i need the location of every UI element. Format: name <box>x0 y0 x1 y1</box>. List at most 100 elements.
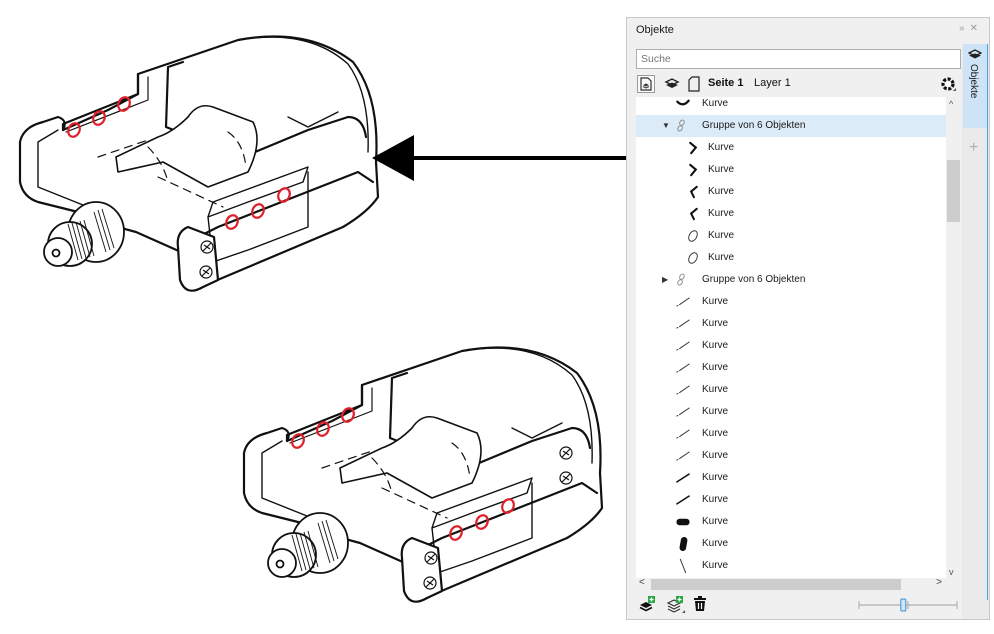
docker-bottom-toolbar <box>636 593 976 617</box>
tree-row[interactable]: Kurve <box>636 137 946 159</box>
curve-oval-icon <box>688 252 698 264</box>
tree-row[interactable]: Kurve <box>636 401 946 423</box>
tree-row-label: Kurve <box>702 384 729 395</box>
tree-row[interactable]: Kurve <box>636 357 946 379</box>
page-icon <box>688 76 700 92</box>
new-master-layer-icon <box>666 596 685 613</box>
tree-row-label: Kurve <box>702 428 729 439</box>
page-button[interactable] <box>686 75 704 93</box>
horizontal-scroll-thumb[interactable] <box>651 579 901 590</box>
group-link-icon <box>677 119 685 132</box>
curve-line-icon <box>676 473 690 483</box>
tree-row-label: Kurve <box>702 406 729 417</box>
tree-group-row[interactable]: ▶ Gruppe von 6 Objekten <box>636 269 946 291</box>
horizontal-scrollbar[interactable]: < > <box>636 577 946 591</box>
tree-row-label: Kurve <box>702 472 729 483</box>
layers-button[interactable] <box>663 75 681 93</box>
curve-line-icon <box>676 495 690 505</box>
tree-row-label: Gruppe von 6 Objekten <box>702 274 806 285</box>
tree-row-label: Kurve <box>702 98 729 109</box>
tree-row[interactable]: Kurve <box>636 511 946 533</box>
tree-row[interactable]: Kurve <box>636 313 946 335</box>
pedal-illustration-bottom[interactable] <box>232 333 604 619</box>
tree-row[interactable]: Kurve <box>636 247 946 269</box>
tree-row[interactable]: Kurve <box>636 379 946 401</box>
docker-title-bar: Objekte »✕ <box>627 18 989 44</box>
search-input[interactable] <box>636 49 961 69</box>
tree-row[interactable]: Kurve <box>636 181 946 203</box>
curve-dashed-line-icon <box>676 363 690 373</box>
tree-row[interactable]: Kurve <box>636 291 946 313</box>
curve-chevron-left-icon <box>689 207 698 221</box>
tree-row-label: Kurve <box>702 318 729 329</box>
new-layer-button[interactable] <box>638 595 658 613</box>
docker-side-tabs: Objekte + <box>962 44 989 619</box>
objects-docker: Objekte »✕ Seite 1 Layer 1 Kurve ▼ Gruppe … <box>626 17 990 620</box>
docker-title: Objekte <box>636 24 674 36</box>
curve-dashed-line-icon <box>676 341 690 351</box>
tree-row-label: Kurve <box>708 186 735 197</box>
tree-row-label: Kurve <box>702 340 729 351</box>
close-icon[interactable]: ✕ <box>969 23 983 34</box>
drawing-canvas[interactable] <box>0 0 627 634</box>
curve-oval-icon <box>688 230 698 242</box>
tree-row-label: Kurve <box>702 296 729 307</box>
curve-backslash-icon <box>679 558 687 574</box>
tab-objekte-label: Objekte <box>968 64 979 99</box>
tree-row[interactable]: Kurve <box>636 555 946 577</box>
tree-row[interactable]: Kurve <box>636 489 946 511</box>
collapse-docker-icon[interactable]: » <box>959 23 970 34</box>
curve-dashed-line-icon <box>676 429 690 439</box>
tree-row[interactable]: Kurve <box>636 335 946 357</box>
tree-row[interactable]: Kurve <box>636 203 946 225</box>
curve-dashed-line-icon <box>676 407 690 417</box>
scroll-down-icon[interactable]: v <box>949 567 954 577</box>
tree-row-label: Kurve <box>702 516 729 527</box>
expand-triangle-icon[interactable]: ▶ <box>662 275 669 284</box>
curve-dashed-line-icon <box>676 385 690 395</box>
trash-icon <box>694 596 706 611</box>
page-layers-icon <box>640 77 652 91</box>
docker-options-button[interactable] <box>939 74 959 94</box>
tree-row-label: Kurve <box>708 230 735 241</box>
curve-chevron-right-icon <box>689 163 698 177</box>
tree-group-row[interactable]: ▼ Gruppe von 6 Objekten <box>636 115 946 137</box>
tree-row-label: Kurve <box>702 450 729 461</box>
pedal-illustration-top[interactable] <box>8 22 380 308</box>
new-master-layer-button[interactable] <box>666 595 686 613</box>
tree-row[interactable]: Kurve <box>636 423 946 445</box>
delete-button[interactable] <box>692 595 712 613</box>
tree-row-label: Kurve <box>702 494 729 505</box>
curve-blob-horizontal-icon <box>676 518 690 526</box>
scroll-left-icon[interactable]: < <box>639 577 645 588</box>
slider-thumb[interactable] <box>900 598 907 612</box>
tree-row[interactable]: Kurve <box>636 159 946 181</box>
tree-row[interactable]: Kurve <box>636 445 946 467</box>
layer-label[interactable]: Layer 1 <box>754 77 791 89</box>
curve-dashed-line-icon <box>676 297 690 307</box>
thumbnail-size-slider[interactable] <box>858 598 958 612</box>
curve-smile-icon <box>676 99 690 106</box>
add-docker-icon[interactable]: + <box>969 139 979 156</box>
scroll-right-icon[interactable]: > <box>936 577 942 588</box>
vertical-scroll-thumb[interactable] <box>947 160 960 222</box>
page-label[interactable]: Seite 1 <box>708 77 744 89</box>
tree-row-label: Kurve <box>702 362 729 373</box>
docker-accent-line <box>987 44 988 600</box>
tree-row-label: Gruppe von 6 Objekten <box>702 120 806 131</box>
curve-dashed-line-icon <box>676 319 690 329</box>
vertical-scrollbar[interactable]: ^ v <box>946 97 961 579</box>
show-page-objects-button[interactable] <box>637 75 655 93</box>
tree-row[interactable]: Kurve <box>636 533 946 555</box>
tree-row-label: Kurve <box>708 252 735 263</box>
scroll-up-icon[interactable]: ^ <box>949 99 954 109</box>
collapse-triangle-icon[interactable]: ▼ <box>662 121 670 130</box>
layers-icon <box>664 78 680 88</box>
tab-objekte[interactable]: Objekte <box>963 44 987 128</box>
tree-row[interactable]: Kurve <box>636 225 946 247</box>
tree-row[interactable]: Kurve <box>636 97 946 115</box>
group-link-icon <box>677 273 685 286</box>
tree-row[interactable]: Kurve <box>636 467 946 489</box>
tree-row-label: Kurve <box>708 164 735 175</box>
